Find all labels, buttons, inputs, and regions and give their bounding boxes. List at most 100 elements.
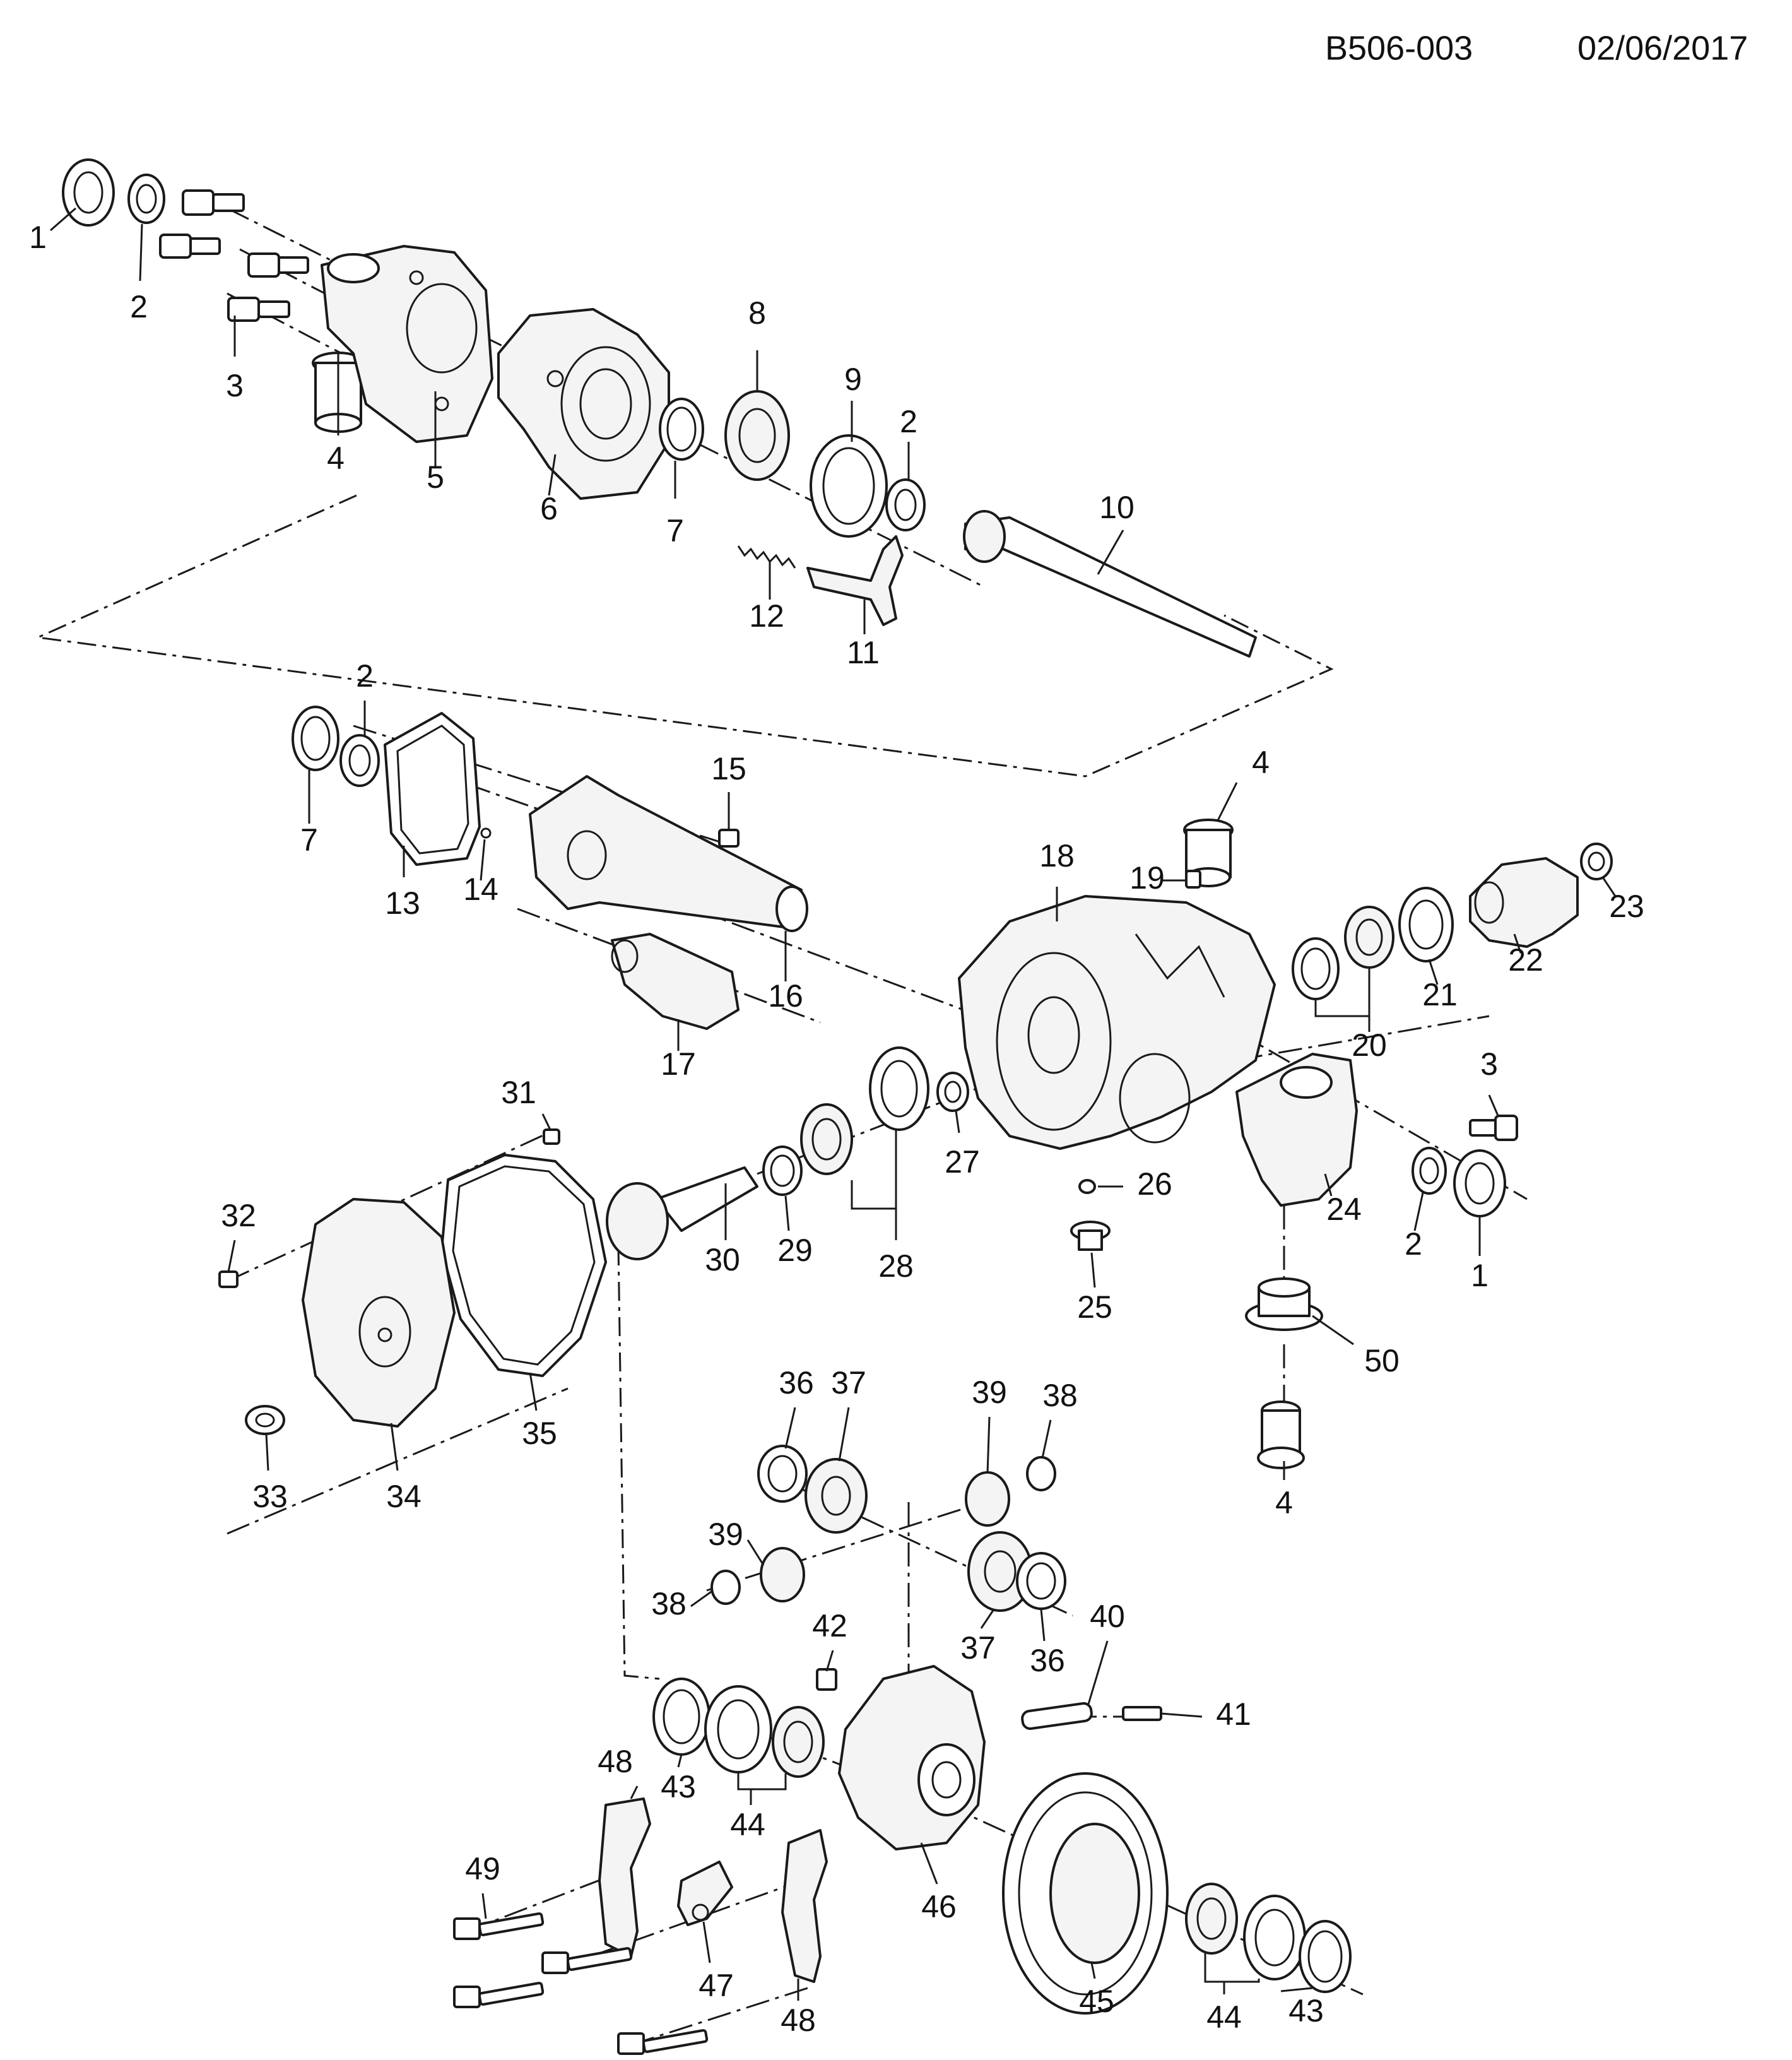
flange-bolt-icon (453, 1982, 545, 2008)
callout-part-1: 1 (1471, 1258, 1488, 1293)
thrust-washer-icon (710, 1570, 741, 1605)
callout-part-47: 47 (699, 1968, 734, 2003)
callout-part-35: 35 (522, 1416, 557, 1451)
callout-part-10: 10 (1099, 490, 1135, 525)
ring-gear-icon (1002, 1772, 1169, 2015)
callout-part-37: 37 (960, 1630, 996, 1666)
thrust-washer-icon (659, 398, 704, 461)
differential-case-icon (838, 1665, 986, 1850)
callout-part-19: 19 (1129, 860, 1165, 896)
callout-part-16: 16 (768, 978, 803, 1014)
callout-part-12: 12 (749, 598, 784, 634)
bearing-cap-icon (781, 1829, 828, 1983)
flange-bolt-icon (182, 189, 245, 216)
callout-part-28: 28 (878, 1248, 914, 1284)
callout-part-48: 48 (598, 1744, 633, 1779)
callout-part-41: 41 (1216, 1696, 1251, 1732)
callout-part-17: 17 (661, 1046, 696, 1082)
callout-part-26: 26 (1137, 1166, 1172, 1202)
shift-fork-icon (806, 535, 904, 626)
callout-part-14: 14 (463, 872, 498, 907)
callout-part-15: 15 (711, 751, 746, 786)
bevel-gear-icon (724, 390, 790, 481)
o-ring-icon (1078, 1179, 1096, 1194)
callout-part-18: 18 (1039, 838, 1075, 873)
callout-part-6: 6 (540, 491, 558, 526)
callout-part-32: 32 (221, 1198, 256, 1233)
axle-mount-bracket-icon (321, 245, 493, 443)
callout-leader-lines (50, 207, 1617, 2001)
flange-bolt-icon (617, 2029, 709, 2055)
bearing-cap-icon (598, 1797, 651, 1958)
callout-part-34: 34 (386, 1479, 421, 1514)
bushing-icon (1257, 1400, 1305, 1469)
callout-part-8: 8 (748, 295, 766, 331)
dowel-pin-icon (480, 827, 492, 839)
callout-part-2: 2 (1405, 1226, 1422, 1262)
cover-gasket-icon (440, 1154, 607, 1377)
mount-nut-icon (1245, 1277, 1323, 1331)
differential-cover-icon (302, 1198, 456, 1428)
callout-part-39: 39 (708, 1517, 743, 1552)
vacuum-actuator-icon (611, 933, 740, 1030)
callout-part-31: 31 (501, 1075, 536, 1110)
flange-bolt-icon (541, 1947, 633, 1974)
callout-part-3: 3 (1480, 1046, 1498, 1082)
flange-bolt-icon (227, 297, 290, 322)
bevel-gear-icon (965, 1471, 1010, 1527)
oil-seal-icon (1412, 1147, 1447, 1195)
callout-part-40: 40 (1090, 1599, 1125, 1634)
callout-part-49: 49 (465, 1851, 500, 1886)
thrust-washer-icon (1026, 1456, 1056, 1491)
oil-seal-icon (1453, 1149, 1506, 1217)
callout-part-44: 44 (1206, 1999, 1242, 2035)
oil-seal-icon (885, 478, 926, 531)
callout-part-5: 5 (427, 459, 444, 495)
pinion-group-boundary (617, 1246, 660, 1680)
callout-part-42: 42 (812, 1608, 847, 1643)
callout-part-38: 38 (1042, 1378, 1078, 1413)
callout-part-2: 2 (900, 404, 917, 439)
cross-shaft-pin-icon (1021, 1702, 1093, 1730)
callout-part-7: 7 (300, 822, 318, 858)
shift-spring-icon (737, 545, 796, 569)
callout-part-50: 50 (1364, 1343, 1400, 1378)
flange-bolt-icon (453, 1912, 545, 1940)
callout-labels: 1 2 3 4 5 6 7 8 9 2 10 12 11 2 7 15 13 1… (29, 220, 1644, 2038)
callout-part-43: 43 (1288, 1993, 1324, 2028)
flange-bolt-icon (247, 252, 309, 278)
drawing-header: B506-003 02/06/2017 (1325, 29, 1748, 67)
tube-gasket-icon (384, 712, 481, 866)
callout-part-22: 22 (1508, 942, 1543, 978)
pinion-yoke-icon (1469, 857, 1579, 948)
bearing-cap-shim-icon (677, 1861, 733, 1926)
callout-part-2: 2 (130, 289, 148, 324)
bearing-shim-icon (652, 1678, 710, 1756)
callout-part-46: 46 (921, 1889, 957, 1924)
callout-part-1: 1 (29, 220, 47, 255)
callout-part-33: 33 (252, 1479, 288, 1514)
disconnect-housing-icon (497, 308, 670, 500)
callout-part-25: 25 (1077, 1289, 1112, 1325)
drawing-date: 02/06/2017 (1577, 29, 1748, 67)
tapered-roller-bearing-icon (704, 1685, 825, 1778)
flange-bolt-icon (1469, 1115, 1518, 1141)
oil-seal-icon (127, 174, 165, 224)
callout-part-48: 48 (781, 2003, 816, 2038)
callout-part-45: 45 (1079, 1984, 1114, 2019)
bevel-gear-icon (760, 1547, 805, 1602)
axle-shaft-icon (963, 510, 1257, 658)
tapered-roller-bearing-icon (1292, 906, 1394, 1000)
flange-bolt-icon (218, 1270, 239, 1288)
callout-part-7: 7 (666, 513, 684, 548)
callout-part-23: 23 (1609, 889, 1644, 924)
flange-bolt-icon (1122, 1706, 1162, 1721)
callout-part-24: 24 (1326, 1192, 1362, 1227)
callout-part-21: 21 (1422, 977, 1458, 1012)
bevel-gear-icon (606, 1166, 758, 1260)
differential-carrier-housing-icon (958, 895, 1276, 1150)
thrust-washer-icon (762, 1145, 803, 1196)
pinion-nut-icon (1580, 843, 1613, 880)
callout-part-11: 11 (847, 635, 880, 670)
callout-part-2: 2 (356, 658, 374, 694)
